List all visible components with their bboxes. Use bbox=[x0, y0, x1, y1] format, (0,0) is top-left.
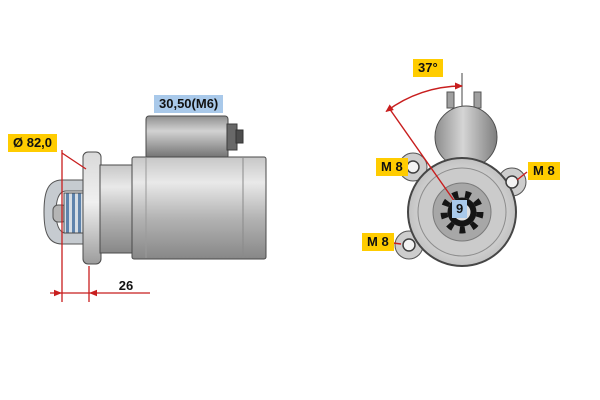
solenoid-stud-left bbox=[446, 91, 455, 109]
motor-housing bbox=[131, 156, 267, 260]
bolt-hole-bottom bbox=[402, 238, 416, 252]
pinion-teeth-label: 9 bbox=[452, 200, 468, 218]
bolt-size-label-right: M 8 bbox=[528, 162, 560, 180]
angle-dimension bbox=[385, 82, 528, 245]
terminal-stud bbox=[235, 129, 244, 144]
gear-teeth bbox=[440, 190, 484, 234]
bolt-size-label-bottom: M 8 bbox=[362, 233, 394, 251]
angle-label: 37° bbox=[413, 59, 443, 77]
diameter-leader-line bbox=[61, 152, 87, 170]
dimension-arrow-right bbox=[89, 289, 97, 297]
side-view bbox=[43, 115, 267, 302]
angle-reference-line bbox=[388, 107, 463, 213]
drive-housing bbox=[99, 164, 135, 254]
diameter-label: Ø 82,0 bbox=[8, 134, 58, 152]
solenoid-stud-right bbox=[473, 91, 482, 109]
terminal-size-label: 30,50(M6) bbox=[154, 95, 224, 113]
bolt-leader-bottom bbox=[392, 242, 402, 245]
depth-dimension-label: 26 bbox=[118, 278, 134, 293]
bolt-hole-right bbox=[505, 175, 519, 189]
solenoid-side bbox=[145, 115, 244, 160]
bolt-hole-left bbox=[406, 160, 420, 174]
solenoid-front bbox=[434, 91, 498, 169]
bolt-leader-right bbox=[516, 171, 528, 181]
dimension-arrow-left bbox=[54, 289, 62, 297]
angle-arc bbox=[385, 82, 463, 113]
side-dimension-lines bbox=[50, 150, 150, 302]
bolt-size-label-left: M 8 bbox=[376, 158, 408, 176]
